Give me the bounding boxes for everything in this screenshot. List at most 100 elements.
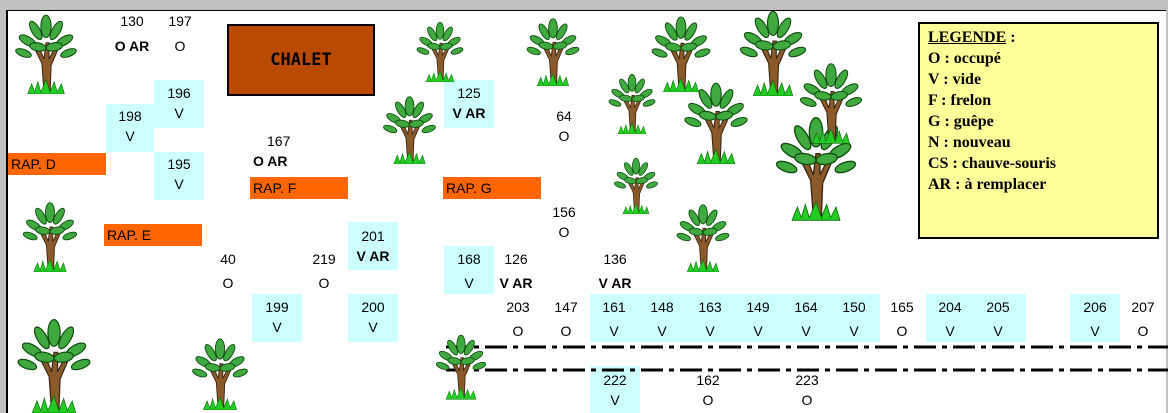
hive-status: V	[609, 323, 619, 339]
hive-number: 150	[842, 299, 866, 315]
hive-highlight	[154, 152, 204, 200]
hive-number: 148	[650, 299, 674, 315]
hive-status: V	[993, 323, 1003, 339]
tree-icon	[20, 200, 80, 272]
hive-number: 125	[457, 85, 481, 101]
hive-number: 223	[795, 372, 819, 388]
hive-number: 64	[556, 108, 572, 124]
hive-status: O	[558, 224, 570, 240]
hive-highlight	[1070, 294, 1120, 342]
hive-status: V	[849, 323, 859, 339]
tree-icon	[436, 332, 486, 400]
tree-icon	[415, 20, 465, 82]
hive-number: 201	[361, 228, 385, 244]
hive-number: 200	[361, 299, 385, 315]
hive-cell: 136 V AR	[592, 251, 638, 291]
hive-number: 219	[312, 251, 336, 267]
hive-highlight	[348, 222, 398, 270]
hive-status: V	[368, 319, 378, 335]
hive-number: 196	[167, 85, 191, 101]
tree-icon	[520, 16, 586, 86]
hive-highlight	[252, 294, 302, 342]
legend-title-suffix: :	[1006, 29, 1016, 46]
legend-item: G : guêpe	[928, 113, 994, 130]
hive-status: V	[753, 323, 763, 339]
tree-icon	[382, 94, 437, 164]
hive-status: V	[801, 323, 811, 339]
hive-highlight	[154, 80, 204, 128]
hive-number: 163	[698, 299, 722, 315]
hive-status: V	[174, 176, 184, 192]
hive-number: 167	[267, 133, 291, 149]
tree-icon	[612, 156, 660, 214]
hive-number: 168	[457, 251, 481, 267]
hive-status: O	[702, 392, 714, 408]
hive-number: 207	[1131, 299, 1155, 315]
hive-number: 195	[167, 156, 191, 172]
hive-status: O	[318, 275, 330, 291]
hive-number: 204	[938, 299, 962, 315]
legend-item: N : nouveau	[928, 134, 1011, 151]
legend-title: LEGENDE	[928, 29, 1007, 46]
rap-g: RAP. G	[443, 177, 541, 199]
hive-status: O	[560, 323, 572, 339]
hive-status: O	[512, 323, 524, 339]
hive-status: O	[801, 392, 813, 408]
hive-number: 40	[220, 251, 236, 267]
hive-number: 136	[603, 251, 627, 267]
hive-highlight	[348, 294, 398, 342]
hive-number: 205	[986, 299, 1010, 315]
hive-number: 165	[890, 299, 914, 315]
hive-highlight	[590, 294, 880, 342]
rap-d: RAP. D	[8, 153, 106, 175]
tree-icon	[672, 202, 734, 272]
hive-highlight	[926, 294, 1026, 342]
tree-icon	[14, 316, 94, 413]
hive-number: 198	[118, 108, 142, 124]
tree-icon	[190, 336, 250, 410]
legend-item: F : frelon	[928, 92, 992, 109]
hive-number: 126	[504, 251, 528, 267]
legend-title-row: LEGENDE :	[928, 27, 1149, 48]
hive-highlight	[106, 104, 154, 152]
hive-status: O	[896, 323, 908, 339]
hive-status: V AR	[598, 275, 632, 291]
hive-number: 161	[602, 299, 626, 315]
rap-f: RAP. F	[250, 177, 348, 199]
hive-number: 203	[506, 299, 530, 315]
tree-icon	[800, 60, 862, 144]
legend-item: O : occupé	[928, 50, 1001, 67]
hive-status: V	[610, 392, 620, 408]
hive-number: 197	[168, 13, 192, 29]
hive-status: V	[1090, 323, 1100, 339]
hive-status: V	[125, 128, 135, 144]
hive-number: 164	[794, 299, 818, 315]
hive-status: O AR	[114, 38, 150, 54]
hive-number: 147	[554, 299, 578, 315]
hive-status: V AR	[499, 275, 533, 291]
hive-number: 206	[1083, 299, 1107, 315]
